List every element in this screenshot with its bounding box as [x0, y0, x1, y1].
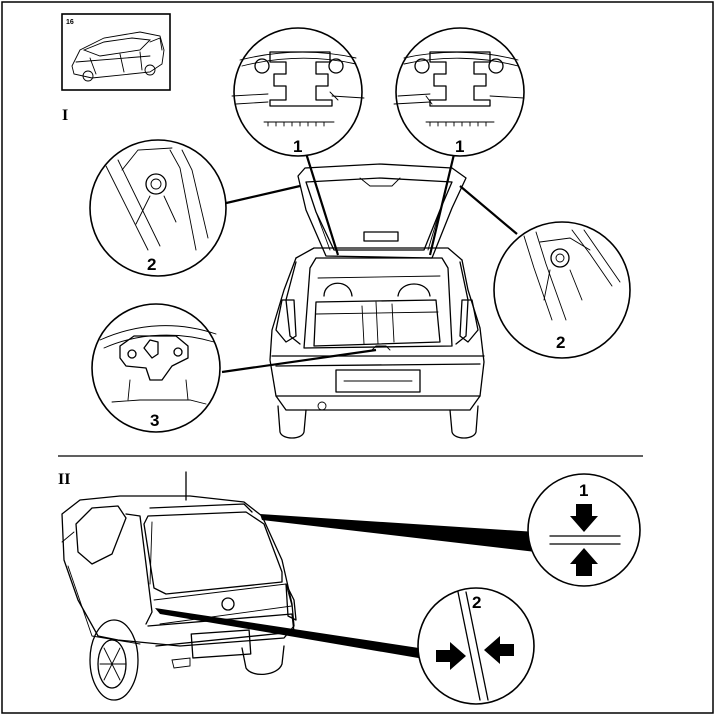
callout-number-hinge-right: 1: [455, 137, 464, 156]
leader-gap-side: [155, 608, 432, 660]
callout-hinge-right: 1: [393, 27, 525, 157]
callout-gap-top: 1: [527, 473, 641, 587]
thumbnail-car: 16: [61, 13, 171, 91]
callout-number-hinge-left: 1: [293, 137, 302, 156]
callout-number-gap-side: 2: [472, 593, 481, 612]
leader-gap-top: [260, 514, 536, 552]
callout-number-lock: 3: [150, 411, 159, 430]
arrow-left-icon: [484, 636, 514, 664]
leader-hinge-left: [303, 149, 340, 256]
arrow-right-icon: [436, 642, 466, 670]
callout-gap-side: 2: [417, 587, 535, 705]
arrow-up-icon: [570, 548, 598, 576]
car-rear-open-tailgate: [269, 163, 485, 439]
leader-lock: [221, 348, 377, 374]
callout-number-strut-left: 2: [147, 255, 156, 274]
section-label-upper: I: [62, 107, 68, 124]
callout-strut-left: 2: [89, 139, 227, 277]
leader-strut-right: [459, 185, 518, 235]
callout-number-strut-right: 2: [556, 333, 565, 352]
callout-hinge-left: 1: [231, 27, 365, 157]
leader-hinge-right: [428, 149, 457, 256]
leader-strut-left: [221, 184, 301, 206]
callout-number-gap-top: 1: [579, 481, 588, 500]
thumbnail-tag: 16: [66, 19, 74, 26]
callout-lock: 3: [91, 303, 221, 433]
car-three-quarter-rear: [61, 471, 297, 701]
callout-strut-right: 2: [493, 221, 631, 359]
arrow-down-icon: [570, 504, 598, 532]
section-label-lower: II: [58, 471, 70, 488]
